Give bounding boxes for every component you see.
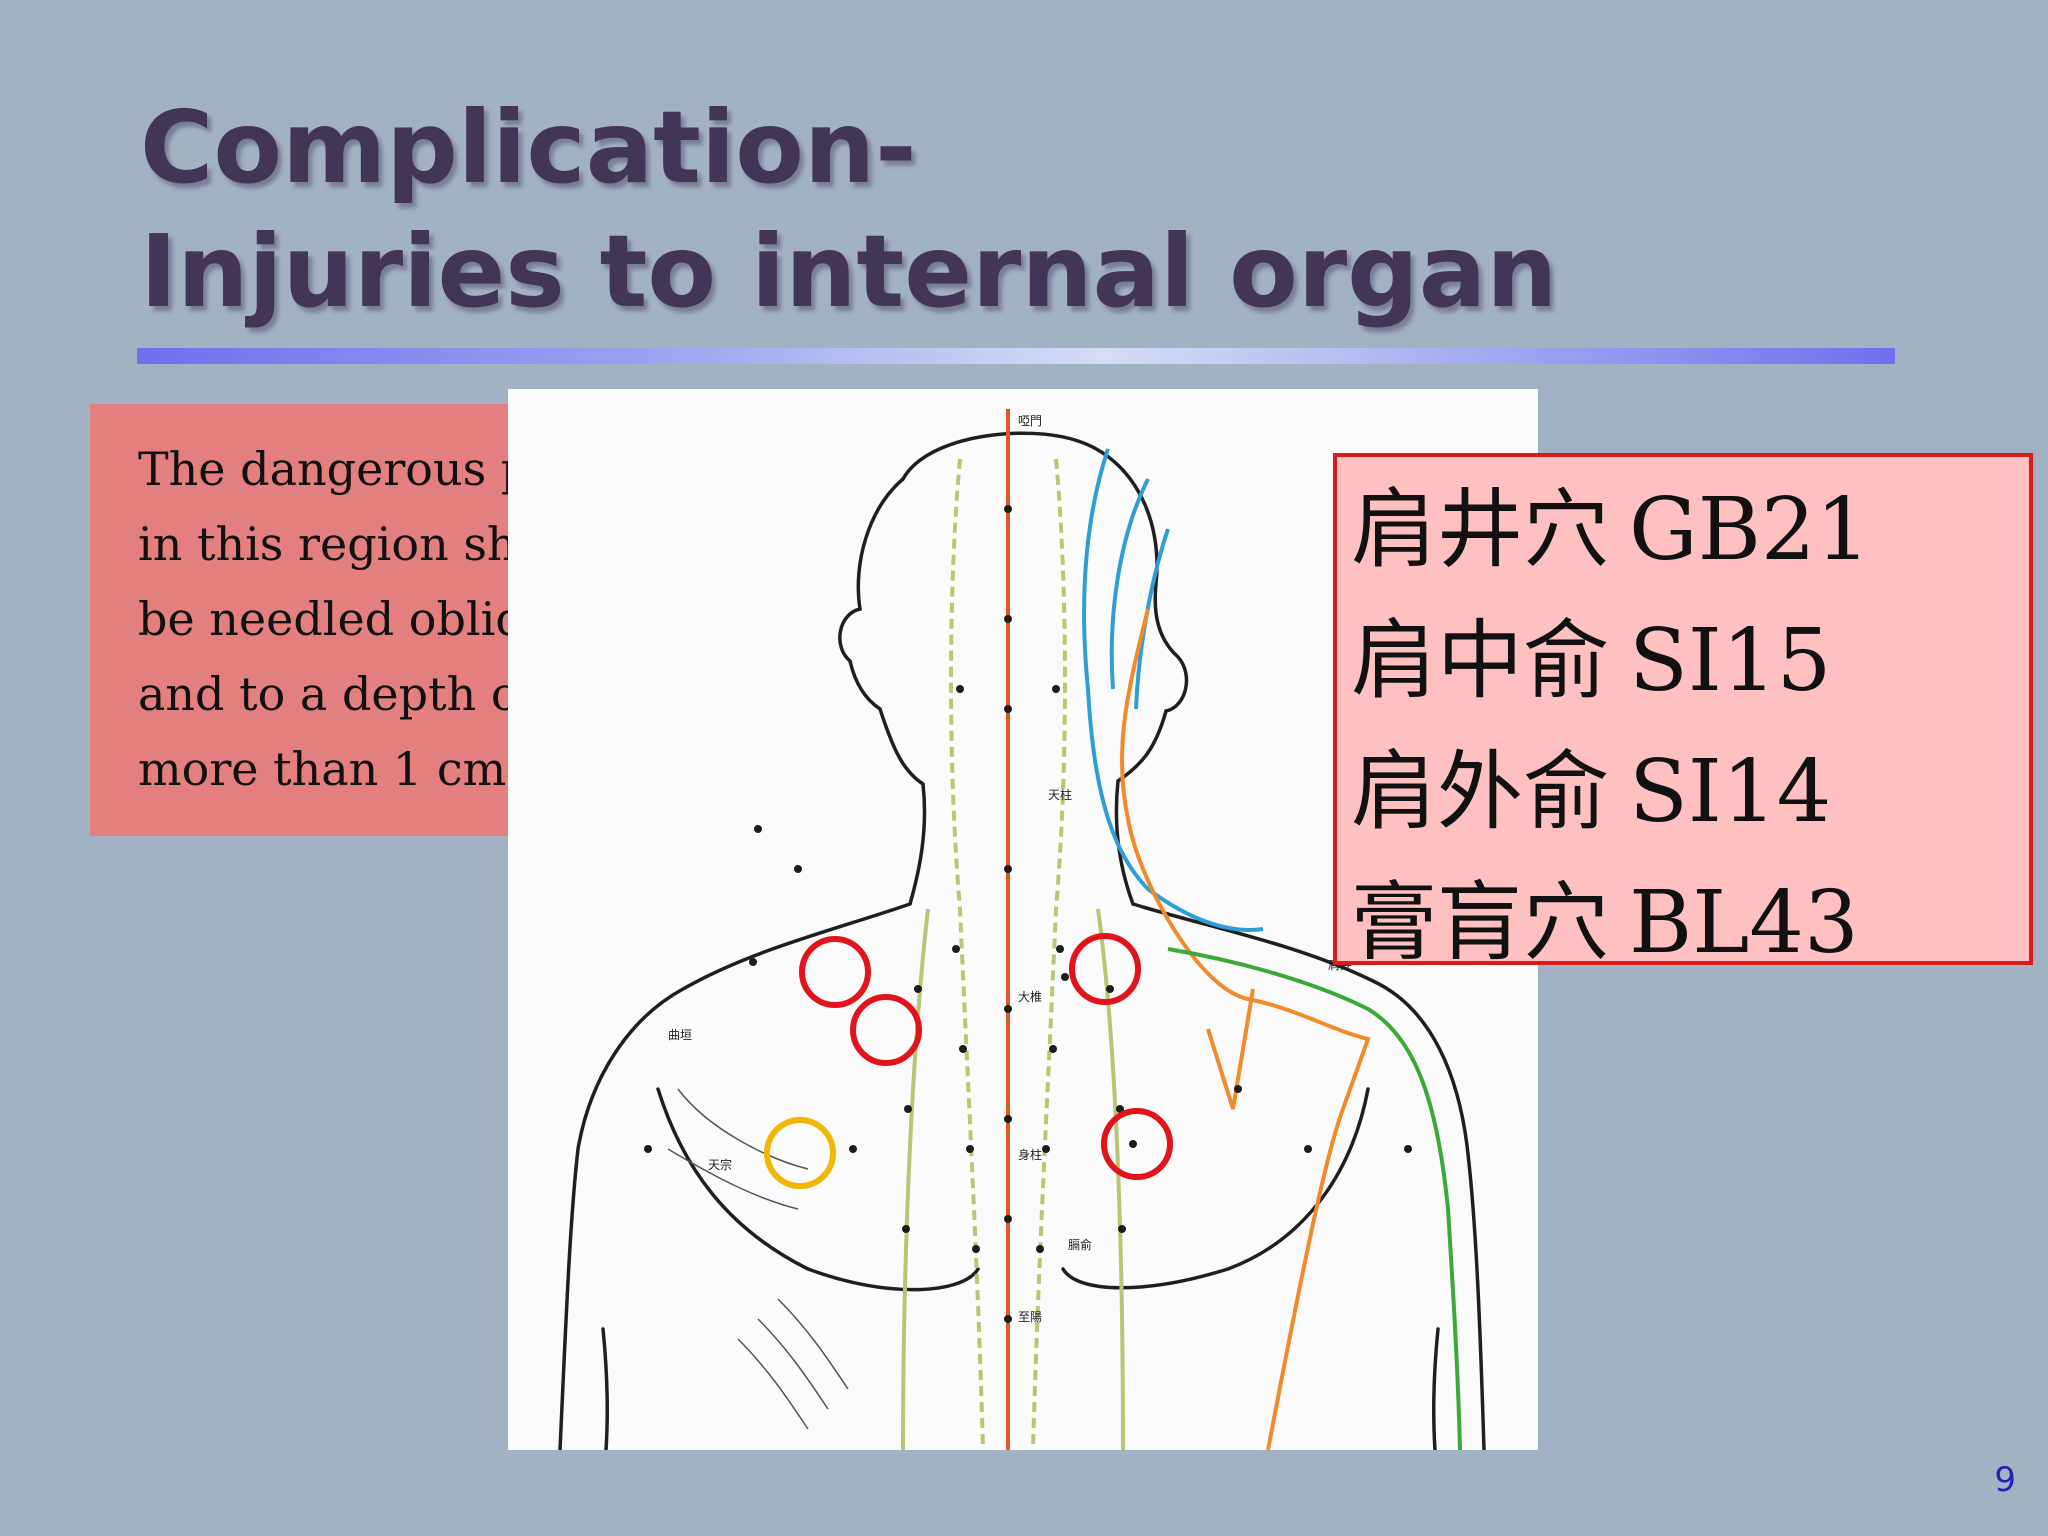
gallbladder-branch [1109, 478, 1150, 690]
bladder-outer-left [901, 908, 930, 1450]
label-dazhui: 大椎 [1018, 989, 1042, 1004]
label-geshu: 膈俞 [1068, 1237, 1092, 1252]
scapula-lines [667, 1088, 849, 1430]
page-number: 9 [1994, 1460, 2016, 1500]
highlight-markers [764, 933, 1173, 1189]
label-quyuan: 曲垣 [668, 1028, 692, 1042]
acupoint-dots [644, 505, 1412, 1323]
label-tianzhu: 天柱 [1048, 787, 1072, 802]
small-intestine-meridian [1119, 608, 1371, 1450]
marker-gb21-left [799, 936, 871, 1008]
meridian-diagram: 啞門 大椎 身柱 至陽 肩井 天宗 曲垣 天柱 膈俞 [558, 409, 1486, 1450]
marker-si15-right [1069, 933, 1141, 1005]
gallbladder-branch-2 [1134, 528, 1170, 710]
title-line-1: Complication- [140, 89, 917, 206]
marker-si14-left [850, 994, 922, 1066]
label-tianzong: 天宗 [708, 1157, 732, 1172]
gallbladder-meridian [1082, 448, 1264, 932]
slide-title: Complication- Injuries to internal organ [140, 86, 1557, 334]
label-shenzhu: 身柱 [1018, 1147, 1042, 1162]
small-intestine-branch [1206, 988, 1255, 1110]
title-line-2: Injuries to internal organ [140, 213, 1558, 330]
label-zhiyang: 至陽 [1018, 1310, 1042, 1324]
body-outline [558, 431, 1486, 1450]
label-yamen: 啞門 [1018, 414, 1042, 428]
meridian-lines [901, 409, 1462, 1450]
bladder-outer-right [1096, 908, 1125, 1450]
bladder-meridian-right [1031, 458, 1067, 1450]
title-divider [137, 348, 1895, 364]
bladder-meridian-left [949, 458, 985, 1450]
marker-tianzong [764, 1117, 836, 1189]
marker-bl43-right [1101, 1108, 1173, 1180]
triple-burner-meridian [1167, 947, 1462, 1450]
note-line: more than 1 cm. [138, 742, 521, 796]
